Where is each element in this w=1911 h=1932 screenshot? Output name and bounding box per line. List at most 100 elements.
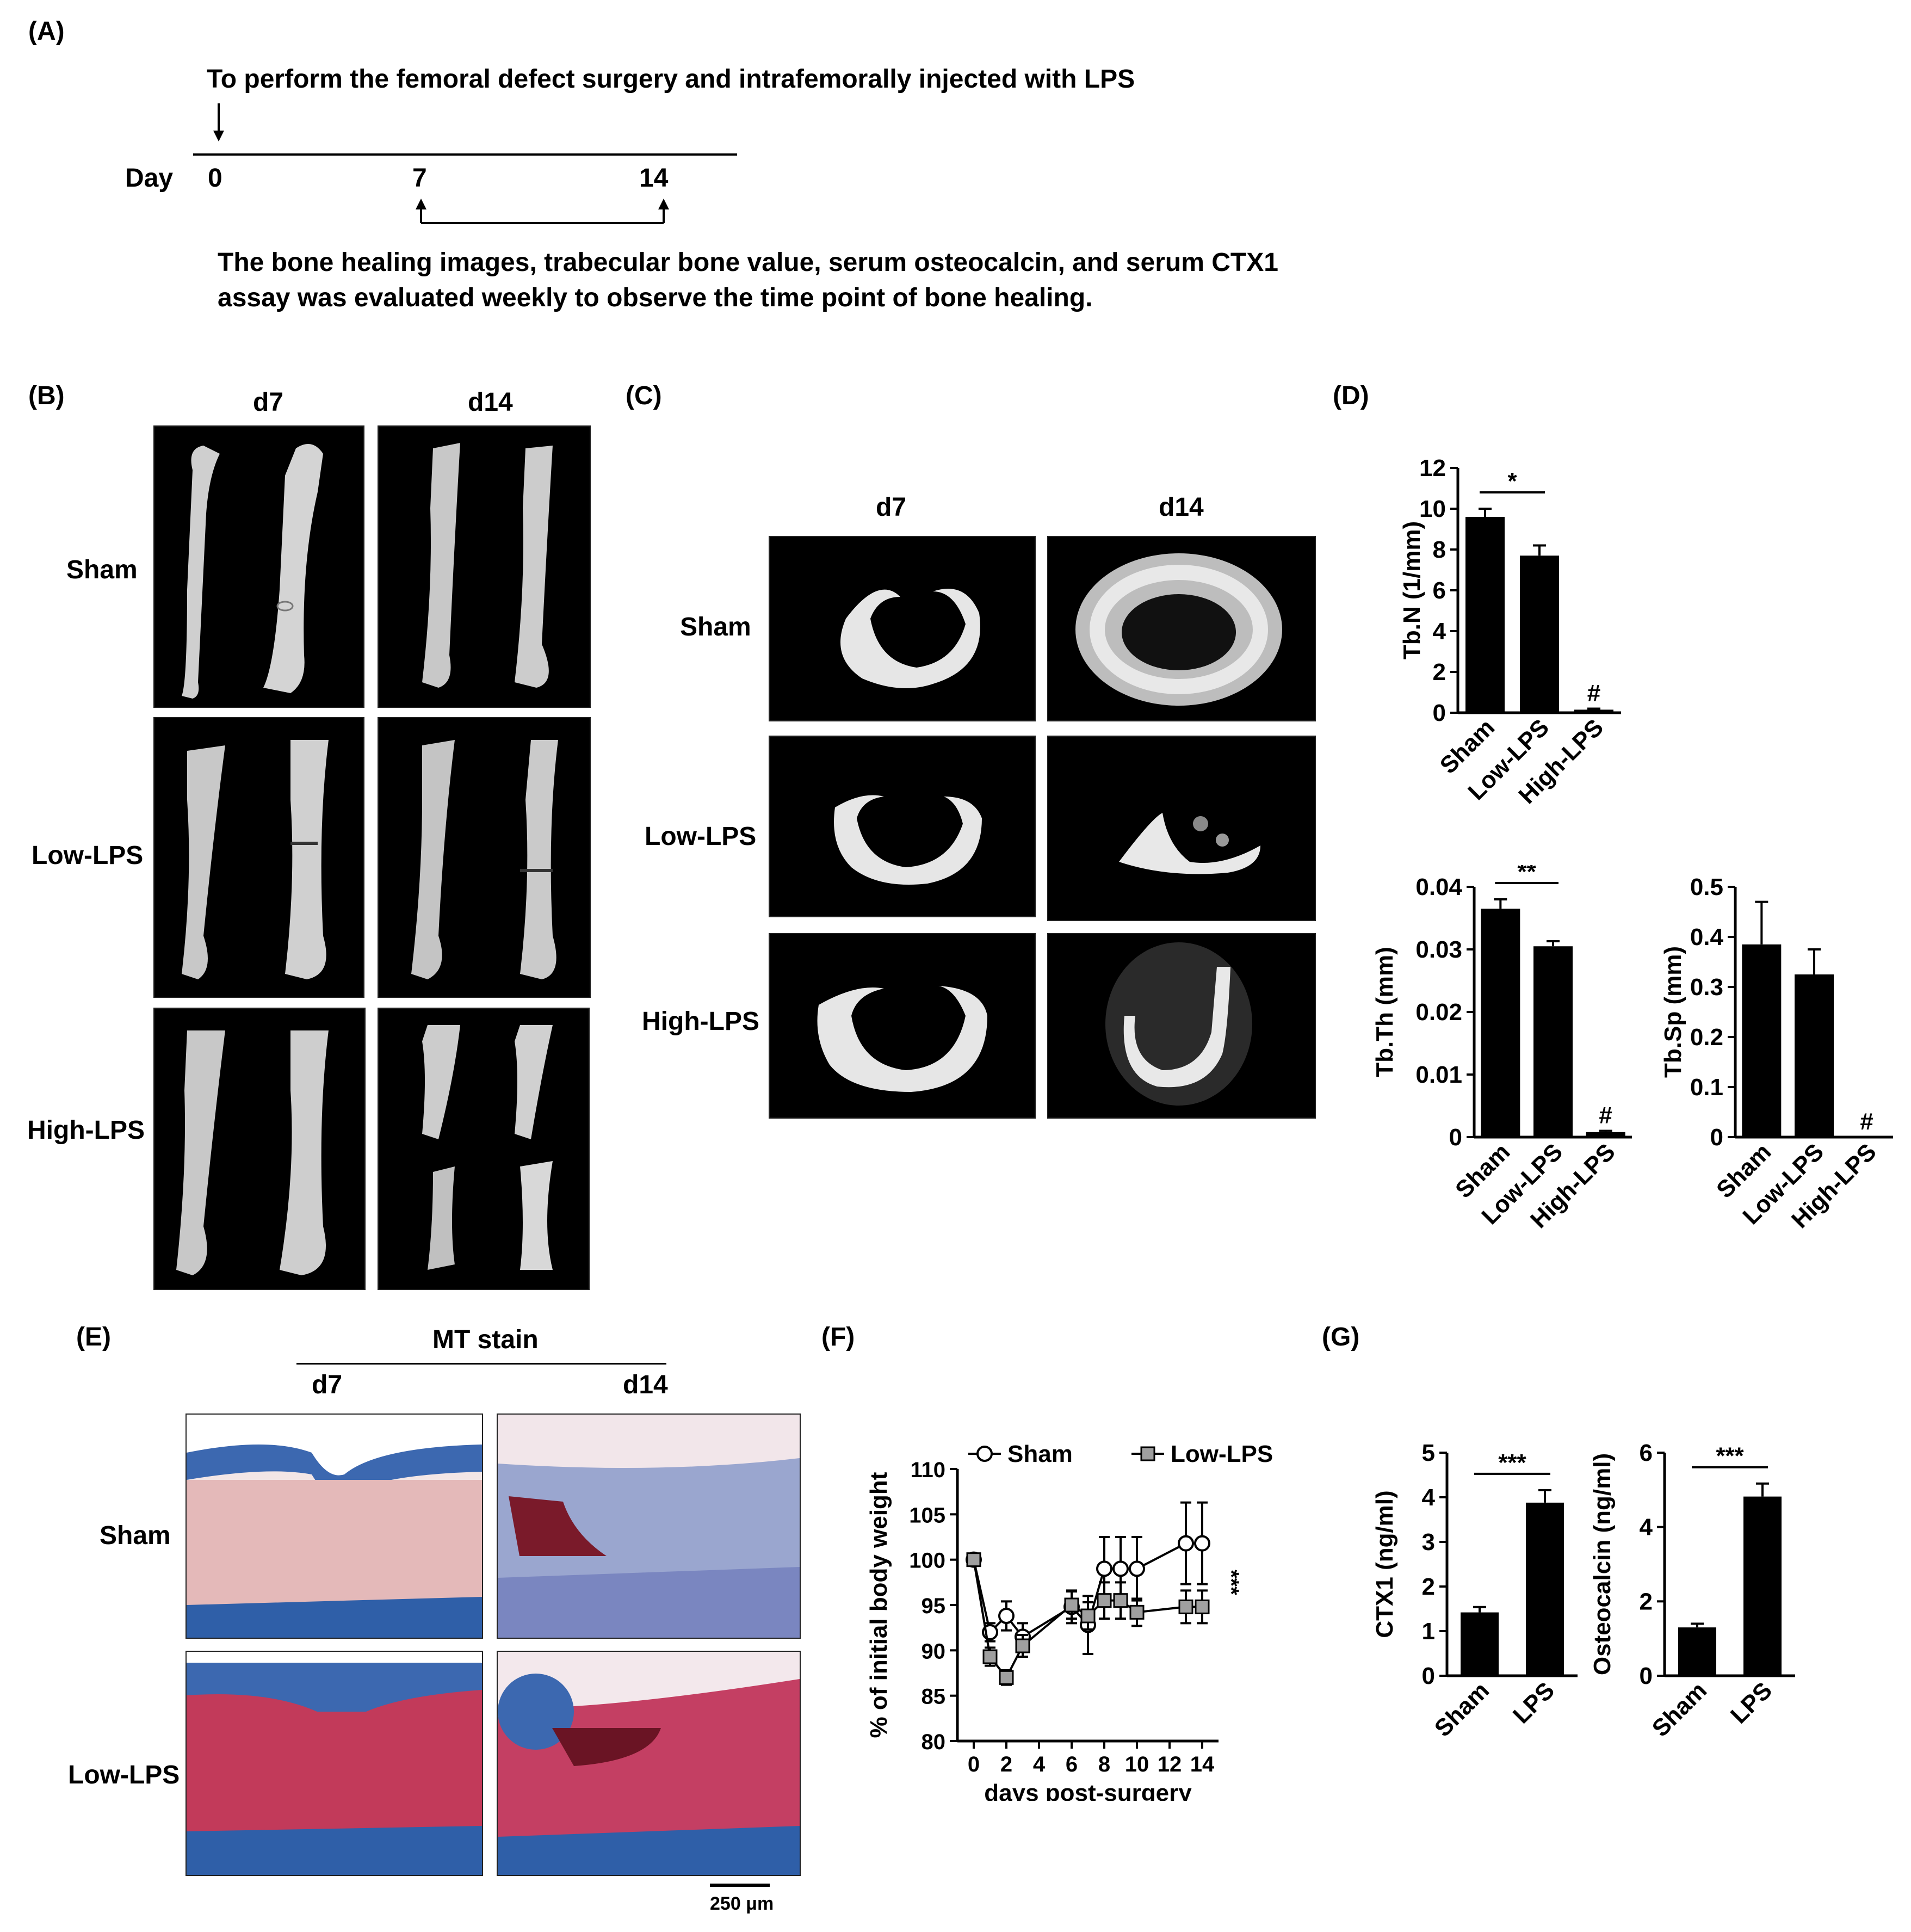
ctx1-bar [1461,1612,1499,1676]
bw-ytick-label: 100 [909,1549,945,1573]
bw-point-low-lps [1195,1599,1210,1614]
bw-point-low-lps [1097,1593,1112,1608]
b-col-d7: d7 [253,388,284,417]
bw-ytick-label: 80 [922,1730,946,1754]
bw-point-low-lps [1080,1608,1096,1624]
e-col-d7: d7 [312,1371,343,1399]
bw-xtick-label: 12 [1158,1752,1182,1776]
tbsp-hash-marker: # [1860,1108,1873,1135]
bw-point-low-lps [982,1649,998,1664]
bw-point-low-lps [999,1670,1014,1685]
panel-label-g: (G) [1322,1323,1360,1351]
tbn-ytick-label: 0 [1433,700,1446,726]
tbth-hash-marker: # [1599,1102,1612,1129]
bw-point-low-lps [1064,1597,1079,1613]
ctx1-ylabel: CTX1 (ng/ml) [1371,1490,1398,1638]
osteocalcin-ytick-label: 2 [1640,1588,1653,1615]
timeline-bottom-text-1: The bone healing images, trabecular bone… [218,248,1278,277]
e-col-d14: d14 [623,1371,668,1399]
tbth-ytick-label: 0.04 [1415,874,1462,900]
ctx1-ytick-label: 4 [1422,1484,1436,1511]
c-col-d14: d14 [1159,493,1204,522]
panel-label-c: (C) [626,381,662,410]
tbn-ytick-label: 2 [1433,659,1446,686]
bw-xtick-label: 10 [1125,1752,1149,1776]
e-row-sham: Sham [100,1521,171,1550]
ctx1-sig-marker: *** [1498,1449,1526,1476]
ctx1-ytick-label: 5 [1422,1440,1435,1466]
ctx1-ytick-label: 1 [1422,1618,1435,1645]
c-sham-d14-image [1047,536,1316,721]
tbn-sig-marker: * [1507,468,1517,495]
tbn-ytick-label: 4 [1433,618,1446,645]
bw-legend-label-low-lps: Low-LPS [1171,1441,1273,1467]
bw-point-low-lps [966,1552,981,1567]
ctx1-category-label: Sham [1430,1677,1494,1742]
bw-point-low-lps [1113,1593,1128,1608]
scale-bar-line [710,1884,770,1887]
tbn-bar [1574,709,1613,713]
bw-point-low-lps [1178,1599,1193,1614]
osteocalcin-ytick-label: 4 [1640,1514,1653,1541]
bw-xtick-label: 14 [1190,1752,1215,1776]
bw-ytick-label: 85 [922,1685,946,1709]
tbn-ylabel: Tb.N (1/mm) [1399,521,1425,659]
ctx1-ytick-label: 2 [1422,1573,1435,1600]
bw-ylabel: % of initial body weight [865,1472,892,1738]
b-sham-d7-image [153,425,364,708]
tbth-sig-marker: ** [1518,865,1537,885]
bw-point-sham [1178,1535,1194,1552]
panel-label-b: (B) [28,381,65,410]
ctx1-category-label: LPS [1508,1677,1560,1729]
bw-ytick-label: 95 [922,1594,946,1618]
tbth-ytick-label: 0.01 [1415,1061,1462,1088]
bw-point-sham [1112,1560,1129,1577]
c-low-lps-d14-image [1047,736,1316,921]
b-row-low-lps: Low-LPS [32,841,144,870]
osteocalcin-bar [1743,1496,1782,1676]
bw-significance: *** [1219,1570,1243,1595]
b-sham-d14-image [378,425,591,708]
timeline-bottom-text-2: assay was evaluated weekly to observe th… [218,283,1093,312]
c-high-lps-d14-image [1047,933,1316,1119]
b-high-lps-d7-image [153,1008,366,1290]
timeline-day-7: 7 [412,164,427,193]
c-col-d7: d7 [876,493,907,522]
bw-point-sham [1096,1560,1112,1577]
timeline-day-0: 0 [208,164,222,193]
b-row-high-lps: High-LPS [27,1116,145,1145]
c-row-high-lps: High-LPS [642,1007,759,1036]
tbsp-bar [1742,944,1782,1137]
bw-ytick-label: 110 [910,1458,945,1482]
c-high-lps-d7-image [769,933,1036,1119]
panel-label-e: (E) [76,1323,111,1351]
tbsp-ytick-label: 0.5 [1690,874,1723,900]
tbth-ytick-label: 0.03 [1415,936,1462,963]
tbth-ylabel: Tb.Th (mm) [1371,947,1398,1077]
bw-xtick-label: 0 [968,1752,980,1776]
c-low-lps-d7-image [769,736,1036,917]
osteocalcin-category-label: Sham [1647,1677,1712,1742]
e-row-low-lps: Low-LPS [68,1761,180,1789]
bw-legend-label-sham: Sham [1007,1441,1073,1467]
b-col-d14: d14 [468,388,513,417]
bw-point-sham [1194,1535,1210,1552]
timeline-day-14: 14 [639,164,669,193]
e-low-lps-d14-image [497,1651,801,1876]
tbth-ytick-label: 0 [1449,1124,1462,1151]
scale-bar-label: 250 μm [710,1893,774,1914]
osteocalcin-ylabel: Osteocalcin (ng/ml) [1589,1453,1616,1675]
timeline-diagram [193,103,737,224]
tbsp-ytick-label: 0.1 [1690,1074,1723,1101]
bw-xtick-label: 4 [1033,1752,1046,1776]
tbth-bar [1481,909,1520,1137]
tbn-bar [1465,517,1505,713]
e-low-lps-d7-image [185,1651,483,1876]
chart-tbsp: 00.10.20.30.40.5Tb.Sp (mm)ShamLow-LPSHig… [1660,874,1893,1233]
ctx1-ytick-label: 3 [1422,1529,1435,1556]
